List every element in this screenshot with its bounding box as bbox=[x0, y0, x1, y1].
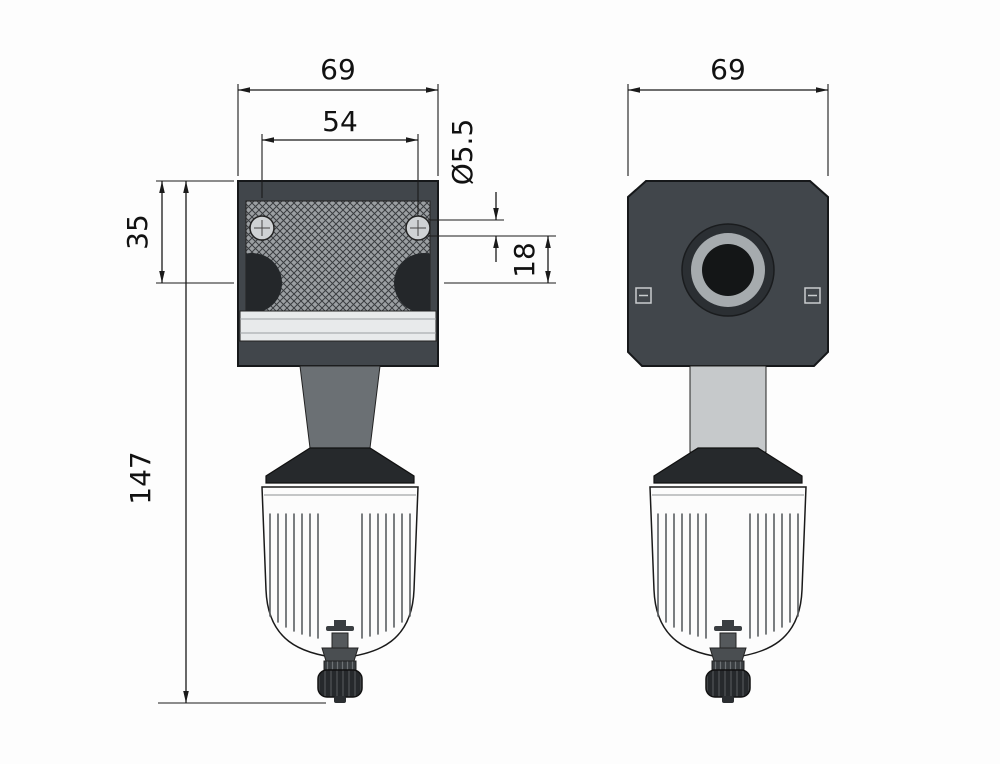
side-ports bbox=[246, 253, 430, 311]
side-flange bbox=[265, 447, 415, 484]
ext-lines-hole-to-port bbox=[428, 235, 556, 284]
side-port-left bbox=[246, 253, 282, 311]
ext-lines-head-height bbox=[156, 180, 234, 284]
ext-lines-front-width bbox=[627, 84, 829, 176]
ext-lines-hole-spacing bbox=[261, 134, 419, 214]
mounting-hole-right-cross bbox=[410, 220, 426, 236]
dim-label-front-width: 69 bbox=[710, 53, 746, 86]
front-side-port-marks bbox=[635, 287, 821, 304]
side-bowl-ribs-right bbox=[361, 513, 411, 639]
front-view bbox=[627, 180, 829, 704]
ext-lines-side-width bbox=[237, 84, 439, 176]
dim-label-head-height: 35 bbox=[121, 214, 154, 250]
front-neck bbox=[689, 365, 767, 453]
side-bowl-ribs-left bbox=[269, 513, 319, 639]
dim-label-hole-spacing: 54 bbox=[322, 105, 358, 138]
side-neck bbox=[299, 365, 381, 449]
side-port-right bbox=[394, 253, 430, 311]
side-view bbox=[237, 180, 439, 704]
mounting-hole-left-cross bbox=[254, 220, 270, 236]
side-view-dimensions: 69 54 Ø5.5 18 35 147 bbox=[121, 53, 556, 704]
side-mounting-holes bbox=[249, 215, 431, 241]
front-bowl-ribs-left bbox=[657, 513, 707, 639]
front-view-dimensions: 69 bbox=[627, 53, 829, 176]
front-port-mark-right bbox=[804, 287, 821, 304]
dim-label-hole-to-port: 18 bbox=[508, 242, 541, 278]
front-port-mark-left bbox=[635, 287, 652, 304]
front-flange bbox=[653, 447, 803, 484]
dim-label-hole-diameter: Ø5.5 bbox=[446, 119, 479, 186]
side-clamp-band-lines bbox=[240, 318, 436, 334]
front-port-bore bbox=[702, 244, 754, 296]
side-clamp-band bbox=[239, 310, 437, 342]
front-bowl-ribs-right bbox=[749, 513, 799, 639]
dim-label-overall-height: 147 bbox=[124, 451, 157, 504]
dim-label-side-width: 69 bbox=[320, 53, 356, 86]
